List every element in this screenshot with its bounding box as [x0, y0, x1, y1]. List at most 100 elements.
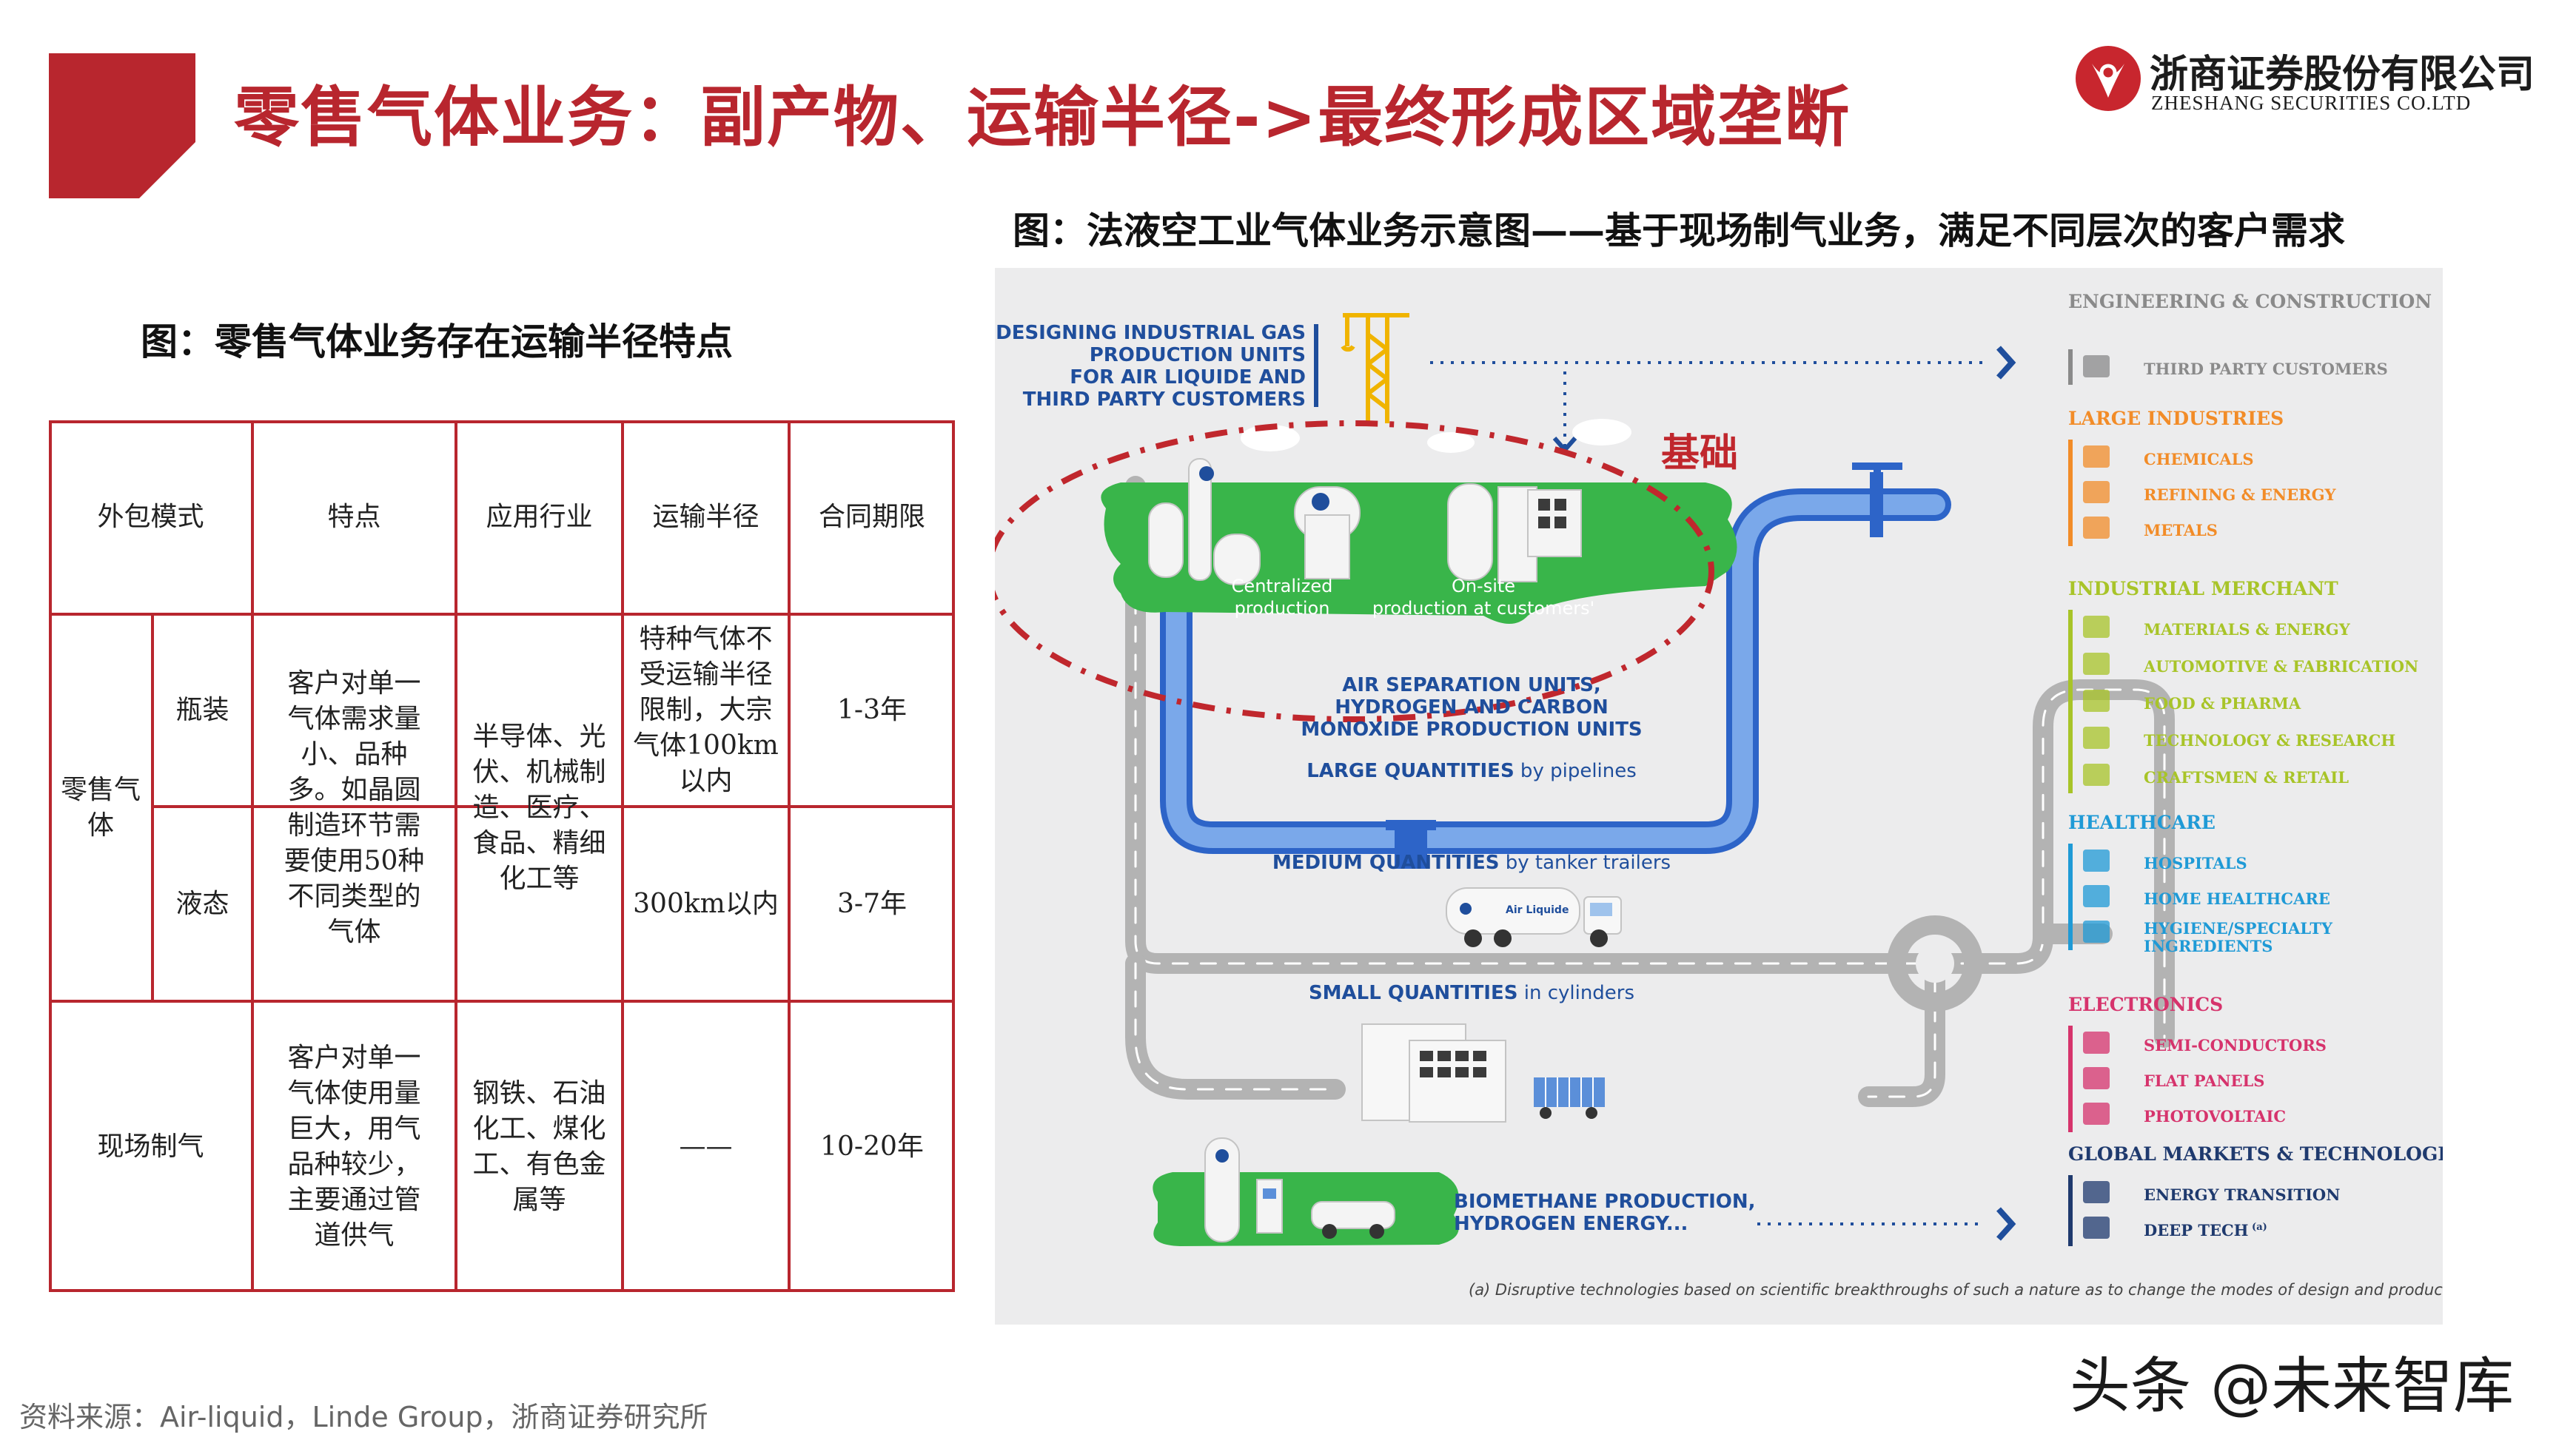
pipe-valve-lower-icon [1395, 824, 1427, 869]
category-item-icon [2083, 885, 2110, 907]
biomethane-station-icon [1204, 1137, 1395, 1242]
category-bar [2068, 1026, 2073, 1132]
category-item-icon [2083, 653, 2110, 675]
plant-windows [1538, 499, 1566, 528]
category-bar [2068, 610, 2073, 793]
svg-text:AIR SEPARATION UNITS,: AIR SEPARATION UNITS, [1342, 674, 1600, 696]
biomethane-arrow-icon [1996, 1207, 2016, 1241]
header-industries: 应用行业 [486, 502, 593, 532]
onsite-industries: 钢铁、石油化工、煤化工、有色金属等 [472, 1077, 606, 1215]
zheshang-logo-icon [2076, 46, 2141, 111]
air-liquide-business-diagram: Centralized production On-site productio… [995, 268, 2443, 1325]
foundation-annotation-label: 基础 [1661, 431, 1738, 476]
liquid-radius: 300km以内 [633, 888, 779, 919]
category-item-label: FLAT PANELS [2144, 1072, 2264, 1090]
header-term: 合同期限 [818, 502, 925, 532]
category-item-label: THIRD PARTY CUSTOMERS [2144, 360, 2388, 378]
svg-text:HYDROGEN AND CARBON: HYDROGEN AND CARBON [1335, 696, 1609, 719]
mode-bottled: 瓶装 [175, 695, 229, 725]
category-item-label: MATERIALS & ENERGY [2144, 620, 2351, 639]
centralized-label-1: Centralized [1232, 576, 1333, 596]
left-figure-caption: 图：零售气体业务存在运输半径特点 [141, 320, 733, 363]
road-network [1125, 476, 2175, 1107]
category-item-label: PHOTOVOLTAIC [2144, 1107, 2286, 1126]
category-item-label: TECHNOLOGY & RESEARCH [2144, 731, 2395, 750]
category-item-label: DEEP TECH (a) [2144, 1221, 2267, 1240]
category-item-icon [2083, 481, 2110, 503]
centralized-label-2: production [1235, 598, 1330, 619]
design-arrow-icon [1996, 346, 2016, 380]
air-liquide-tank-logo-icon [1312, 493, 1329, 511]
bottled-radius: 特种气体不受运输半径限制，大宗气体100km以内 [633, 624, 779, 796]
retail-group-label: 零售气体 [60, 774, 141, 841]
category-item-label: CHEMICALS [2144, 450, 2254, 468]
onsite-term: 10-20年 [820, 1131, 924, 1162]
category-bar [2068, 349, 2073, 385]
small-quantities-label: SMALL QUANTITIES in cylinders [1309, 982, 1634, 1004]
retail-features: 客户对单一气体需求量小、品种多。如晶圆制造环节需要使用50种不同类型的气体 [284, 667, 425, 947]
foundation-annotation-ellipse [995, 420, 1714, 722]
onsite-features: 客户对单一气体使用量巨大，用气品种较少，主要通过管道供气 [287, 1042, 421, 1251]
crane-icon [1341, 313, 1409, 423]
svg-text:FOR AIR LIQUIDE AND: FOR AIR LIQUIDE AND [1070, 366, 1306, 388]
liquid-term: 3-7年 [837, 888, 907, 919]
header-features: 特点 [327, 502, 381, 532]
logo-chinese-name: 浙商证券股份有限公司 [2150, 52, 2535, 97]
category-item-label: METALS [2144, 521, 2218, 539]
category-item-icon [2083, 1103, 2110, 1125]
mode-liquid: 液态 [175, 888, 229, 919]
onsite-label-2: production at customers' [1372, 598, 1594, 619]
category-bar [2068, 440, 2073, 546]
svg-text:PRODUCTION UNITS: PRODUCTION UNITS [1090, 344, 1306, 366]
category-title: GLOBAL MARKETS & TECHNOLOGIES [2068, 1143, 2443, 1165]
header-mode: 外包模式 [97, 502, 204, 532]
cylinder-warehouse-icon [1361, 1023, 1605, 1123]
svg-text:DESIGNING INDUSTRIAL GAS: DESIGNING INDUSTRIAL GAS [996, 322, 1306, 344]
onsite-radius: —— [679, 1131, 733, 1162]
category-item-icon [2083, 355, 2110, 377]
asu-label: AIR SEPARATION UNITS, HYDROGEN AND CARBO… [1301, 674, 1642, 741]
diagram-footnote: (a) Disruptive technologies based on sci… [1469, 1281, 2443, 1299]
category-item-icon [2083, 727, 2110, 749]
category-item-icon [2083, 1067, 2110, 1089]
biomethane-label-1: BIOMETHANE PRODUCTION, [1454, 1191, 1756, 1213]
bottled-term: 1-3年 [837, 695, 907, 725]
onsite-label-1: On-site [1452, 576, 1515, 596]
truck-brand-label: Air Liquide [1506, 904, 1569, 916]
retail-industries: 半导体、光伏、机械制造、医疗、食品、精细化工等 [472, 721, 606, 894]
category-bar [2068, 844, 2073, 950]
category-item-icon [2083, 850, 2110, 872]
mode-onsite: 现场制气 [97, 1131, 204, 1162]
category-item-label: REFINING & ENERGY [2144, 485, 2337, 504]
header-radius: 运输半径 [652, 502, 759, 532]
page-title: 零售气体业务：副产物、运输半径->最终形成区域垄断 [234, 79, 1851, 155]
logo-english-name: ZHESHANG SECURITIES CO.LTD [2151, 92, 2472, 114]
right-figure-caption: 图：法液空工业气体业务示意图——基于现场制气业务，满足不同层次的客户需求 [1013, 209, 2345, 252]
air-liquide-tank-logo-icon-2 [1199, 466, 1214, 481]
category-title: INDUSTRIAL MERCHANT [2068, 578, 2338, 599]
category-item-icon [2083, 616, 2110, 638]
category-item-icon [2083, 1181, 2110, 1203]
watermark: 头条 @未来智库 [2070, 1351, 2515, 1422]
transport-radius-table: 外包模式 特点 应用行业 运输半径 合同期限 零售气体 瓶装 液态 客户对单一气… [49, 420, 955, 1292]
category-item-label: HOSPITALS [2144, 854, 2247, 872]
biomethane-platform [1153, 1172, 1459, 1246]
category-item-icon [2083, 517, 2110, 539]
pipe-flange [1870, 472, 1883, 537]
category-item-label: ENERGY TRANSITION [2144, 1185, 2340, 1204]
plant-tanks [1148, 458, 1582, 585]
category-item-icon [2083, 921, 2110, 943]
category-item-icon [2083, 764, 2110, 786]
category-title: ENGINEERING & CONSTRUCTION [2068, 291, 2432, 312]
medium-quantities-label: MEDIUM QUANTITIES by tanker trailers [1272, 852, 1671, 874]
category-bar [2068, 1175, 2073, 1246]
source-note: 资料来源：Air-liquid，Linde Group，浙商证券研究所 [19, 1401, 708, 1433]
svg-text:MONOXIDE PRODUCTION UNITS: MONOXIDE PRODUCTION UNITS [1301, 719, 1642, 741]
tanker-truck-icon: Air Liquide [1446, 887, 1622, 947]
table-grid-lines [49, 420, 955, 1292]
category-item-icon [2083, 445, 2110, 468]
category-item-label: SEMI-CONDUCTORS [2144, 1036, 2327, 1054]
category-item-label: CRAFTSMEN & RETAIL [2144, 768, 2349, 787]
header-red-block [49, 53, 195, 198]
